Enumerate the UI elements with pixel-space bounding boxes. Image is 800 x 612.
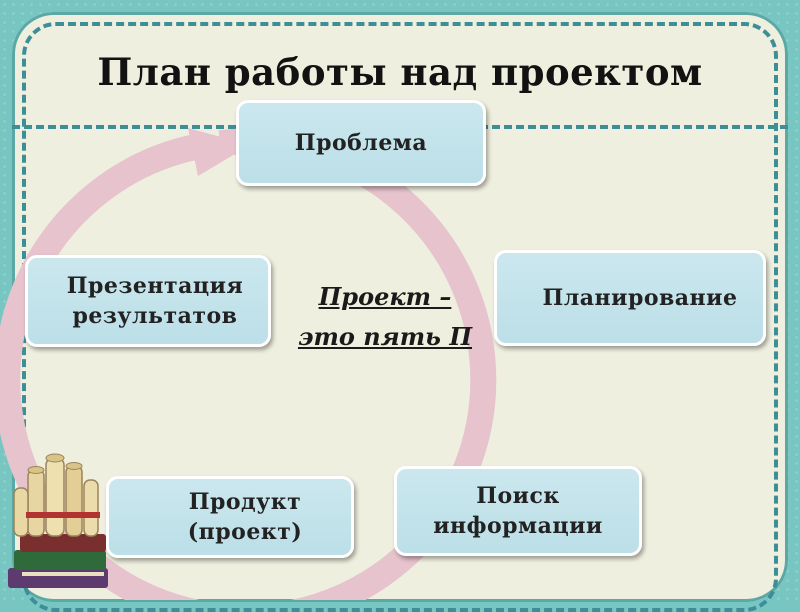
node-product: Продукт (проект) [106, 476, 354, 558]
book-pages [22, 572, 104, 576]
node-planning: Планирование [494, 250, 766, 346]
page-title: План работы над проектом [97, 50, 703, 94]
node-problem-label: Проблема [294, 130, 428, 156]
scroll-2-end [45, 453, 65, 463]
scroll-3 [65, 465, 83, 537]
scroll-1 [27, 469, 45, 537]
node-product-label: Продукт (проект) [187, 489, 303, 545]
scroll-1-end [27, 466, 45, 474]
node-search-label: Поиск информации [433, 483, 603, 539]
scroll-5 [13, 487, 29, 537]
center-caption: Проект – это пять П [285, 277, 485, 357]
scroll-3-end [65, 462, 83, 470]
center-caption-line2: это пять П [297, 322, 473, 351]
book-top [20, 534, 106, 552]
cycle-arrowhead [188, 128, 250, 176]
cycle-ring [0, 128, 497, 600]
node-presentation: Презентация результатов [25, 255, 271, 347]
scroll-4 [83, 479, 99, 537]
scroll-2 [45, 457, 65, 537]
node-search: Поиск информации [394, 466, 642, 556]
books-scrolls-icon [8, 453, 108, 588]
center-caption-line1: Проект – [318, 282, 452, 311]
node-presentation-label: Презентация результатов [66, 273, 244, 329]
book-bottom [8, 568, 108, 588]
scroll-ribbon [26, 512, 100, 518]
node-planning-label: Планирование [542, 285, 738, 311]
node-problem: Проблема [236, 100, 486, 186]
book-middle [14, 550, 106, 570]
